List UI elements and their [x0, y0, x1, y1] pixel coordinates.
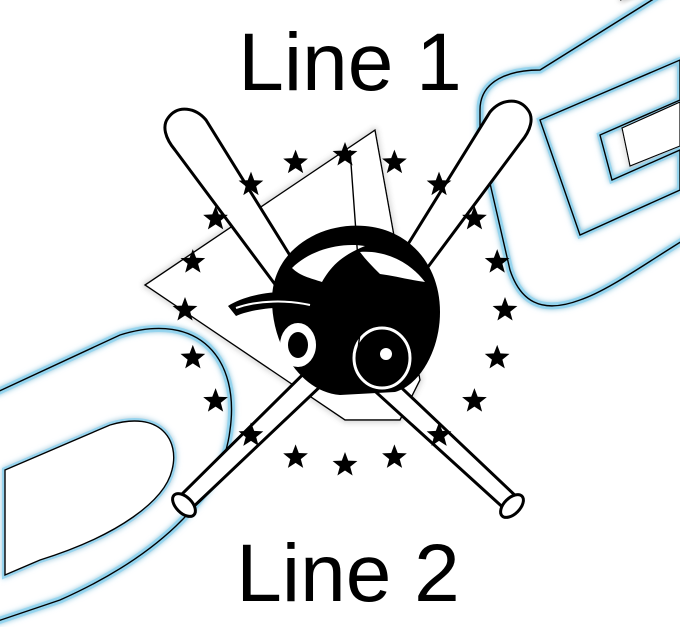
star-icon: [180, 249, 206, 273]
star-icon: [203, 205, 228, 230]
star-icon: [382, 149, 407, 174]
star-icon: [426, 171, 452, 196]
star-icon: [203, 388, 228, 412]
star-icon: [484, 344, 510, 369]
helmet-icon: [228, 225, 440, 395]
star-icon: [492, 297, 518, 321]
star-icon: [484, 249, 510, 273]
star-icon: [426, 422, 452, 446]
star-icon: [332, 452, 358, 476]
star-icon: [462, 205, 487, 230]
star-icon: [332, 142, 358, 166]
line-1-text: Line 1: [238, 17, 462, 108]
stars-ring: [172, 142, 518, 476]
star-icon: [283, 444, 308, 468]
watermark-overlay: [349, 149, 363, 351]
line-2-text: Line 2: [236, 528, 460, 619]
star-icon: [172, 297, 198, 321]
star-icon: [462, 388, 487, 412]
star-icon: [180, 344, 206, 369]
star-icon: [238, 171, 264, 196]
star-icon: [283, 149, 308, 174]
star-icon: [238, 422, 264, 446]
star-icon: [382, 444, 407, 468]
